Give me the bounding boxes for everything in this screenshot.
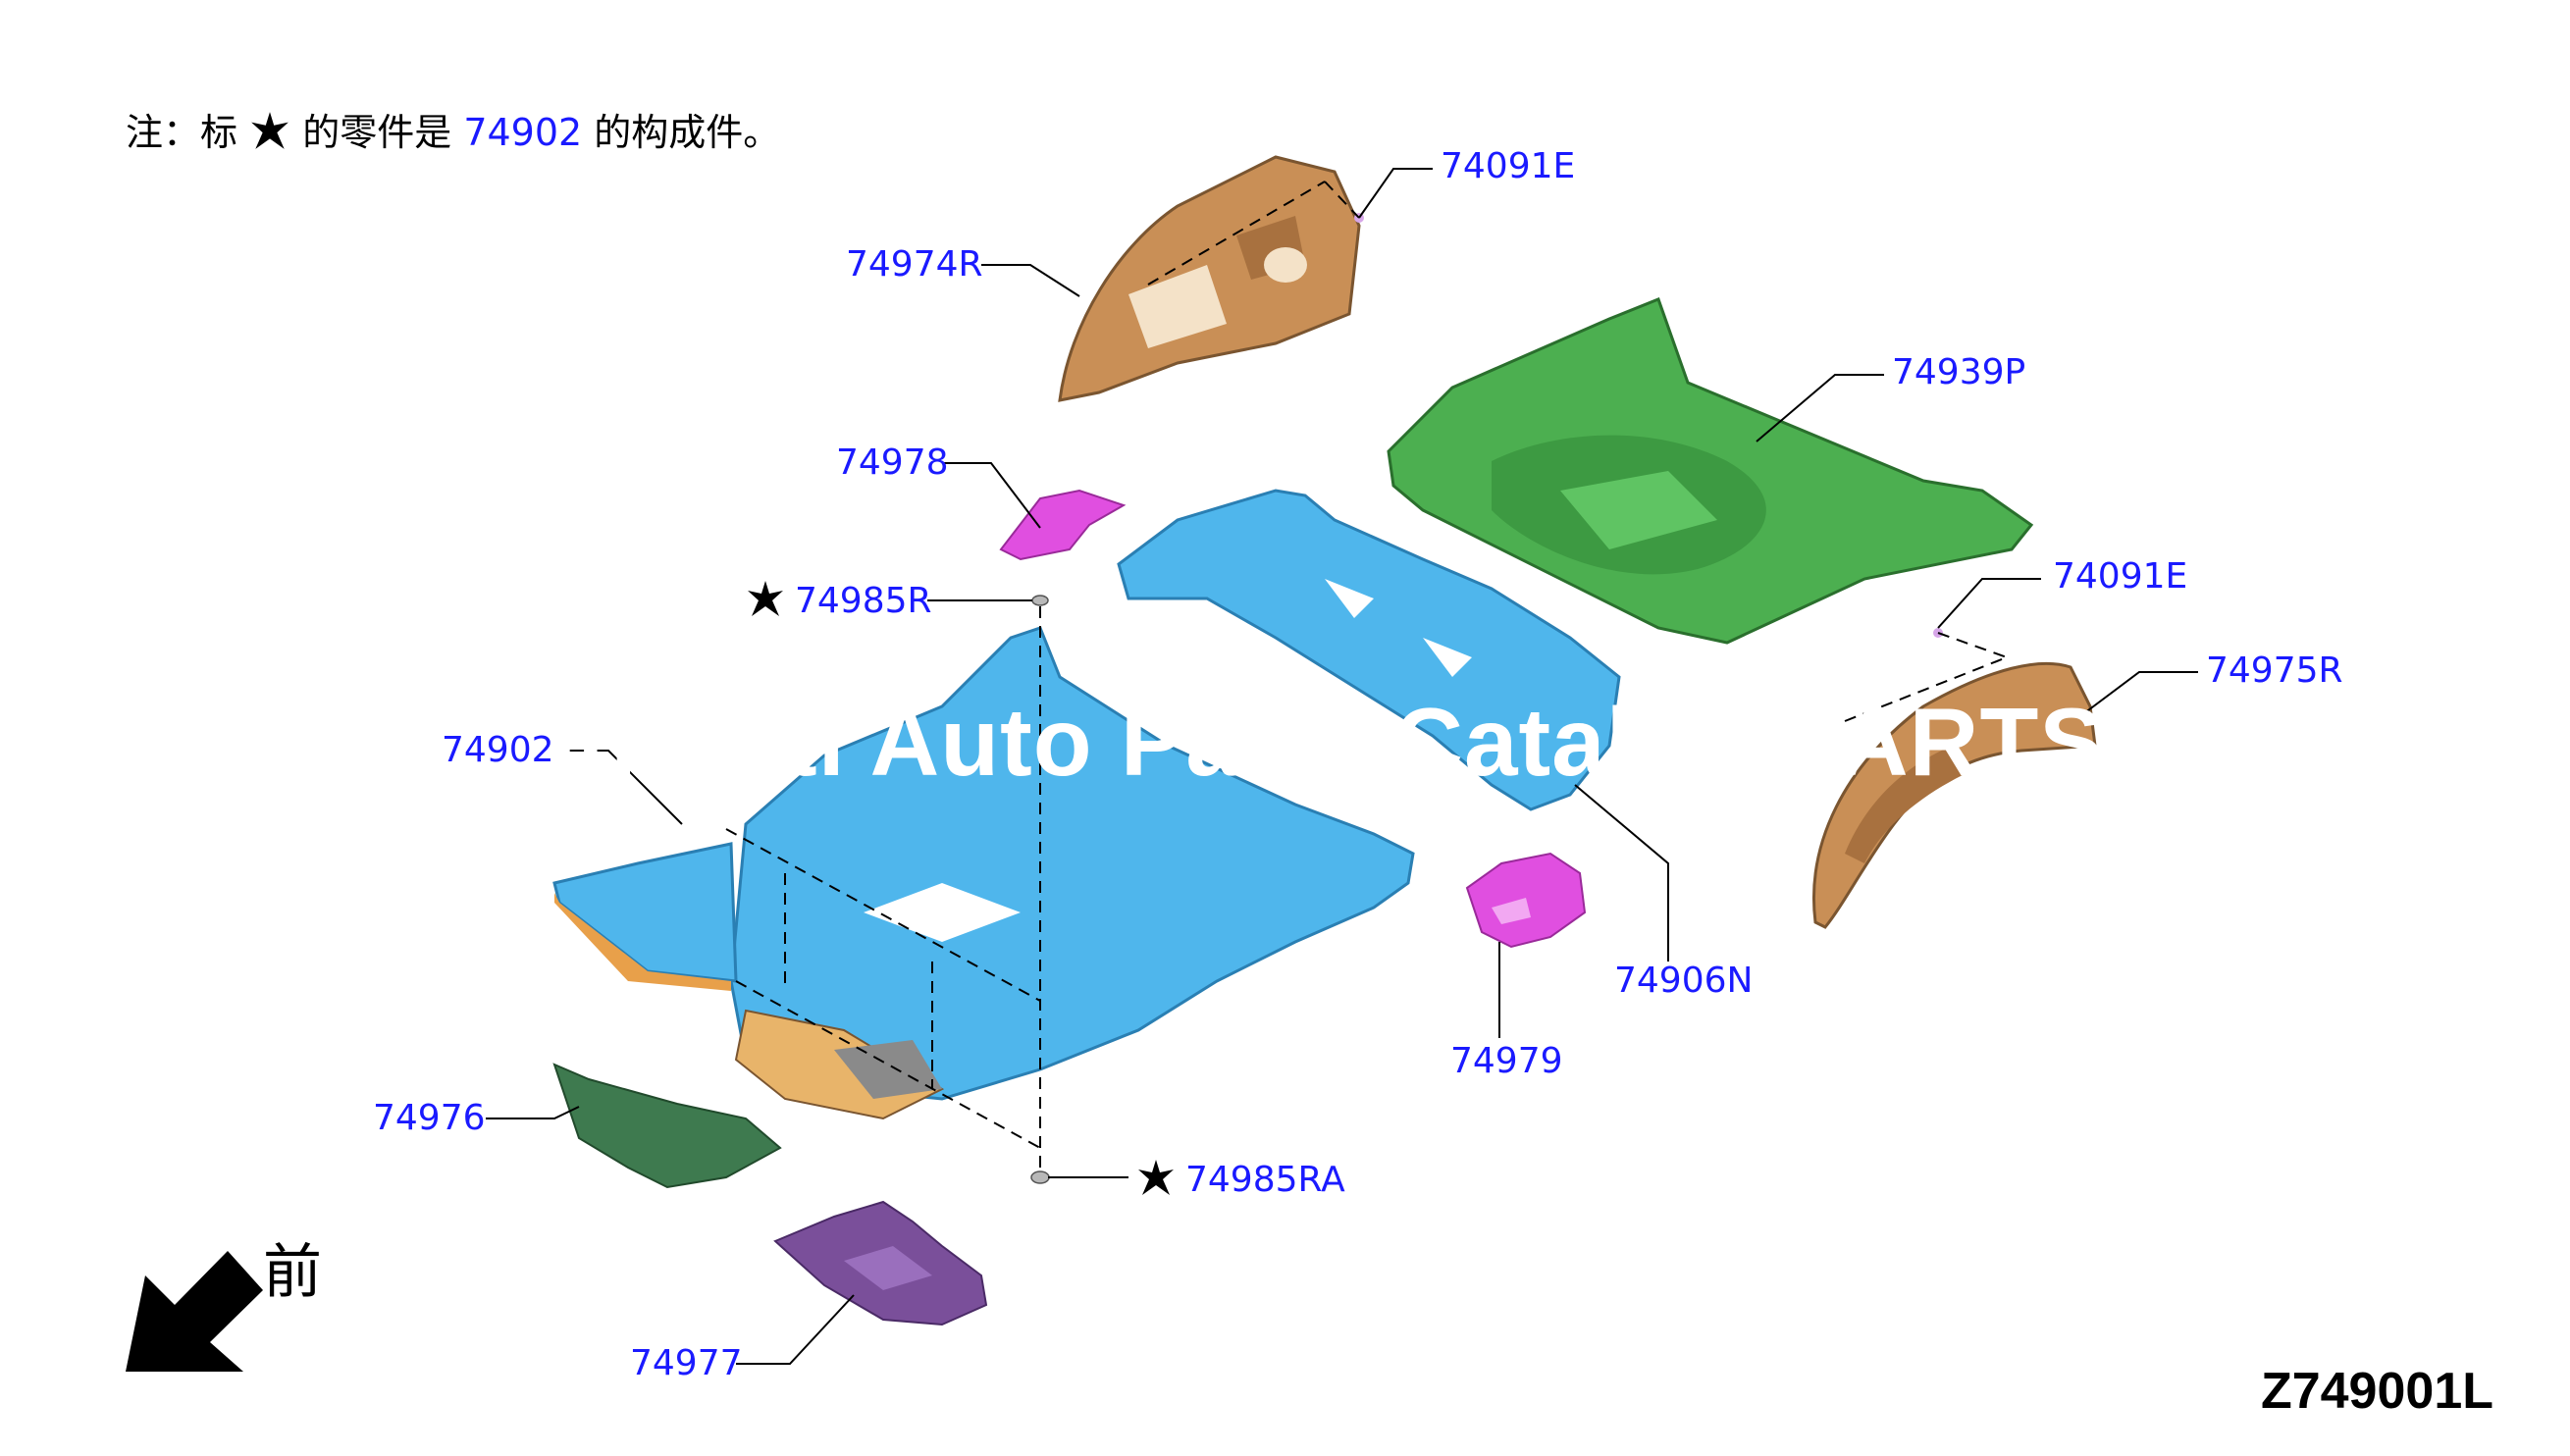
note-suffix: 的构成件。 [594,111,781,154]
part-74978-shape[interactable] [999,489,1127,561]
fastener-74985R[interactable] [1031,595,1049,606]
part-74977-shape[interactable] [773,1200,988,1326]
watermark-text: Infiniti Auto Parts Catalog PARTSTEK [550,688,2300,796]
note-text: 注：标 的零件是 74902 的构成件。 [126,102,780,156]
label-74985R[interactable]: 74985R [746,579,932,621]
fastener-74985RA[interactable] [1030,1170,1050,1184]
label-74985R-text: 74985R [795,581,932,621]
label-74975R[interactable]: 74975R [2206,650,2343,691]
label-74978[interactable]: 74978 [836,442,949,483]
label-74091E-right[interactable]: 74091E [2053,556,2188,597]
label-74985RA[interactable]: 74985RA [1136,1158,1345,1200]
part-74974R-shape[interactable] [1058,155,1361,402]
part-74975R-shape[interactable] [1812,661,2097,929]
part-74976-shape[interactable] [552,1063,782,1189]
leader-lines [486,168,2198,1365]
label-74977[interactable]: 74977 [630,1343,743,1383]
front-arrow-icon [126,1251,263,1372]
part-74906N-shape[interactable] [1117,489,1621,811]
note-prefix: 注：标 [126,111,238,154]
part-74939P-shape[interactable] [1387,297,2034,645]
label-74979[interactable]: 74979 [1450,1041,1563,1081]
assembly-dashed-lines [725,181,2008,1172]
star-icon [1138,1160,1174,1195]
label-74906N[interactable]: 74906N [1614,961,1754,1001]
label-74091E-top[interactable]: 74091E [1441,146,1576,186]
star-icon [251,112,289,149]
label-74939P[interactable]: 74939P [1892,352,2026,392]
part-74902-shape[interactable] [552,626,1415,1120]
label-74974R[interactable]: 74974R [846,244,983,285]
part-74979-shape[interactable] [1465,852,1587,949]
label-74976[interactable]: 74976 [373,1098,486,1138]
diagram-code: Z749001L [2260,1363,2493,1420]
note-part-link[interactable]: 74902 [463,111,583,154]
note-middle: 的零件是 [302,111,452,154]
label-74902[interactable]: 74902 [442,730,554,770]
label-74985RA-text: 74985RA [1185,1160,1345,1200]
star-icon [748,581,783,616]
front-direction-label: 前 [263,1238,322,1307]
